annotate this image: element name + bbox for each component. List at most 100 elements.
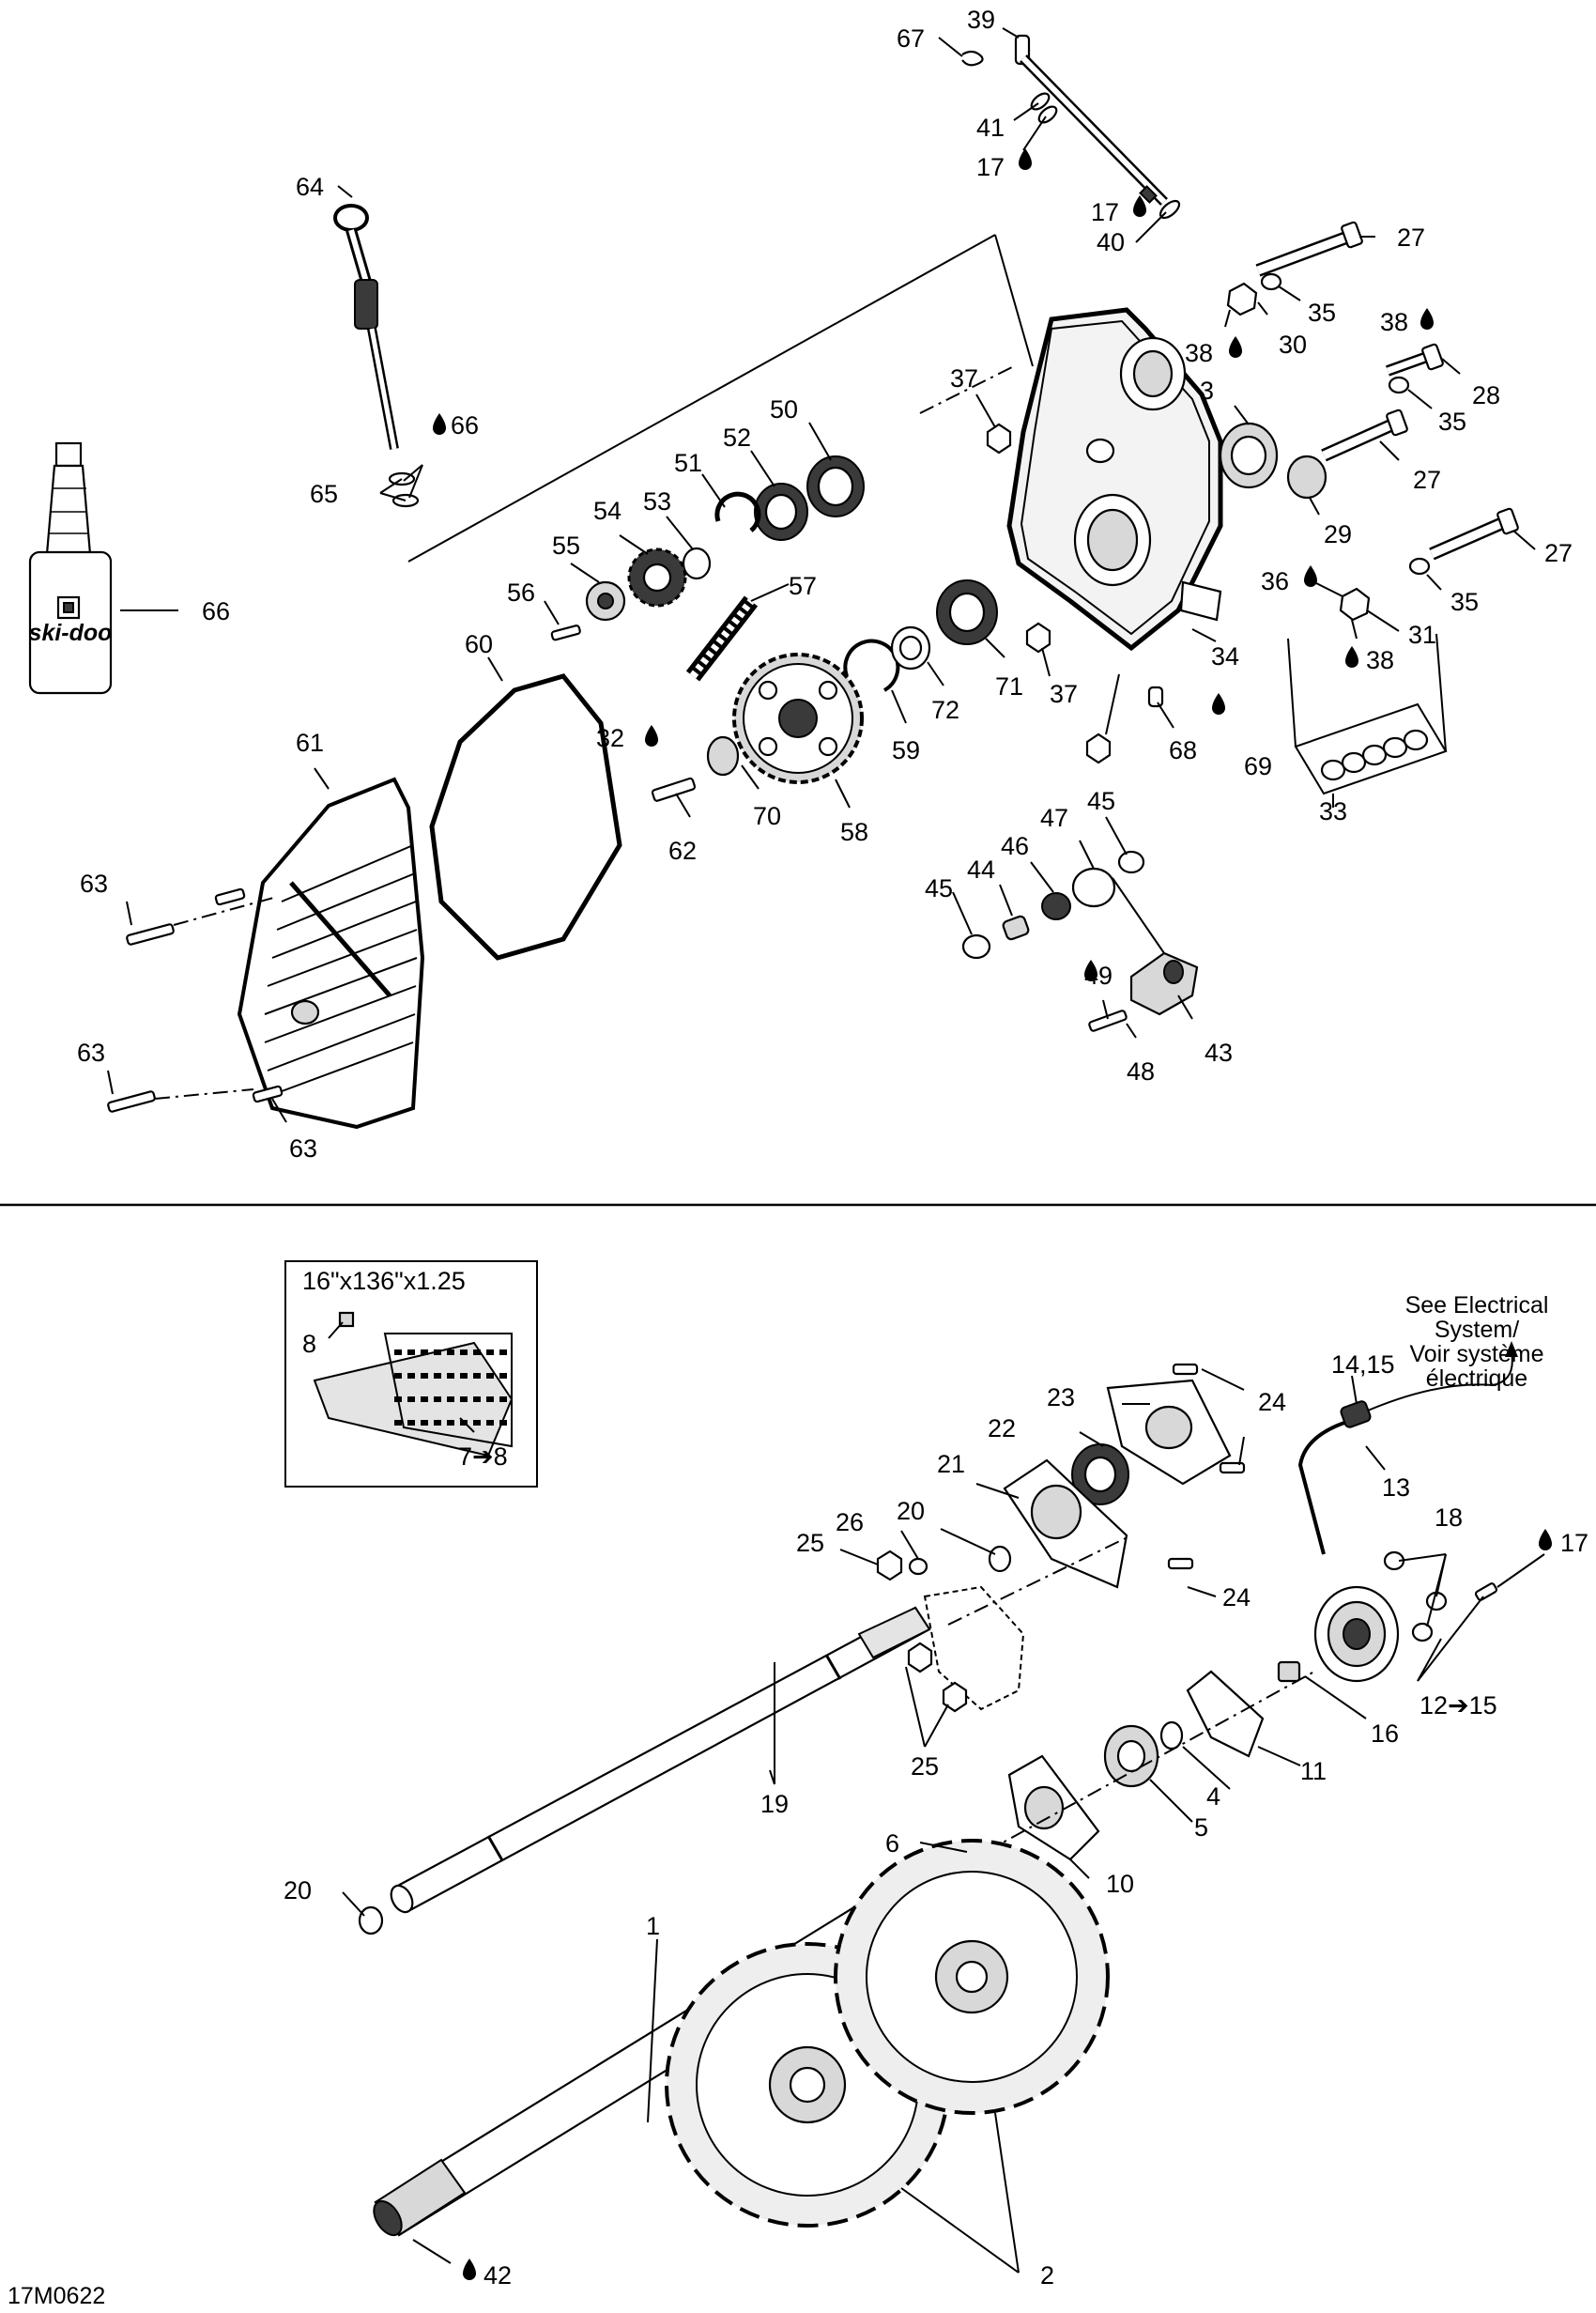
washer-part	[961, 933, 991, 960]
callout-54: 54	[593, 497, 622, 525]
callout-27: 27	[1397, 224, 1425, 252]
bolt-part	[1088, 1010, 1128, 1032]
callout-67: 67	[897, 24, 925, 53]
electrical-note-line1: See Electrical	[1405, 1292, 1549, 1318]
flange-part	[1003, 1458, 1128, 1589]
callout-38: 38	[1366, 646, 1394, 674]
bolt-part	[252, 1085, 284, 1103]
callout-8: 8	[302, 1330, 316, 1358]
oil-drop-icon	[1019, 148, 1032, 170]
chain-part	[685, 595, 759, 682]
oil-drop-icon	[1420, 308, 1434, 330]
callout-10: 10	[1106, 1870, 1134, 1898]
callout-34: 34	[1211, 642, 1239, 671]
lubricant-drop-icons	[433, 148, 1552, 2280]
callout-25: 25	[911, 1752, 939, 1781]
callout-45: 45	[1087, 787, 1115, 815]
nut-part	[1226, 282, 1258, 316]
callout-40: 40	[1097, 228, 1125, 256]
o-ring-part	[1159, 1720, 1184, 1750]
drive-shaft-part	[390, 1606, 931, 1914]
callout-35: 35	[1450, 588, 1479, 616]
callout-37: 37	[1050, 680, 1078, 708]
callout-3: 3	[1200, 377, 1214, 405]
nut-part	[876, 1550, 903, 1581]
callout-27: 27	[1544, 539, 1573, 567]
callout-17: 17	[976, 153, 1005, 181]
callout-64: 64	[296, 173, 324, 201]
callout-26: 26	[836, 1508, 864, 1536]
callout-42: 42	[483, 2261, 512, 2290]
chaincase-cover-part	[237, 777, 425, 1130]
callout-44: 44	[967, 856, 995, 884]
washer-part	[908, 1557, 928, 1576]
callout-43: 43	[1205, 1039, 1233, 1067]
spacer-part	[1002, 915, 1030, 941]
circlip-part	[843, 639, 900, 692]
callout-6: 6	[885, 1829, 899, 1858]
callout-33: 33	[1319, 797, 1347, 825]
bolt-part	[107, 1090, 156, 1113]
callout-20: 20	[284, 1876, 312, 1904]
tensioner-block-part	[1129, 951, 1199, 1016]
callout-63: 63	[77, 1039, 105, 1067]
track-inset	[284, 1260, 538, 1488]
nut-part	[1339, 587, 1371, 622]
callout-2: 2	[1040, 2261, 1054, 2290]
nut-part	[942, 1681, 968, 1713]
callout-21: 21	[937, 1450, 965, 1478]
nut-part	[1025, 622, 1051, 654]
callout-41: 41	[976, 114, 1005, 142]
callout-50: 50	[770, 395, 798, 424]
callout-71: 71	[995, 672, 1023, 701]
callout-48: 48	[1127, 1057, 1155, 1086]
callout-36: 36	[1261, 567, 1289, 595]
callout-52: 52	[723, 424, 751, 452]
spacer-part	[682, 547, 712, 580]
callout-16: 16	[1371, 1719, 1399, 1748]
bolt-part	[1385, 343, 1444, 377]
assembly-line	[994, 234, 1034, 367]
callout-59: 59	[892, 736, 920, 764]
nut-part	[1085, 732, 1112, 764]
callout-46: 46	[1001, 832, 1029, 860]
callout-5: 5	[1194, 1813, 1208, 1842]
roller-part	[1071, 867, 1116, 908]
bolt-part	[1321, 409, 1408, 462]
washer-part	[1260, 272, 1282, 291]
gasket-part	[429, 673, 622, 961]
oil-drop-icon	[1345, 646, 1358, 668]
callout-66: 66	[451, 411, 479, 439]
callout-53: 53	[643, 487, 671, 516]
bolt-part	[550, 625, 581, 641]
callout-70: 70	[753, 802, 781, 830]
bolt-part	[1255, 221, 1363, 277]
callout-69: 69	[1244, 752, 1272, 780]
bearing-plate-part	[1186, 1670, 1265, 1758]
part-callouts: 39 67 41 17 17 40 64 66 65 66 27 35 38 3…	[8, 6, 1588, 2309]
oil-bottle-part	[28, 441, 113, 695]
oil-drop-icon	[1212, 693, 1225, 715]
bolt-part	[651, 777, 697, 802]
sprocket-part	[627, 547, 687, 608]
callout-37: 37	[950, 364, 978, 393]
grommet-part	[1411, 1622, 1434, 1642]
circlip-part	[714, 491, 761, 532]
bolt-part	[1219, 1461, 1246, 1474]
callout-60: 60	[465, 630, 493, 658]
oil-drop-icon	[1304, 565, 1317, 587]
callout-18: 18	[1435, 1503, 1463, 1532]
callout-39: 39	[967, 6, 995, 34]
callout-13: 13	[1382, 1473, 1410, 1502]
tensioner-part	[1286, 455, 1327, 500]
oil-drop-icon	[1229, 336, 1242, 358]
callout-57: 57	[789, 572, 817, 600]
callout-56: 56	[507, 578, 535, 607]
nut-part	[1277, 1660, 1301, 1683]
callout-58: 58	[840, 818, 868, 846]
chaincase-housing-part	[1006, 307, 1223, 652]
washer-part	[1408, 557, 1431, 576]
oil-drop-icon	[463, 2259, 476, 2280]
oil-drop-icon	[645, 725, 658, 747]
spacer-part	[706, 735, 740, 777]
